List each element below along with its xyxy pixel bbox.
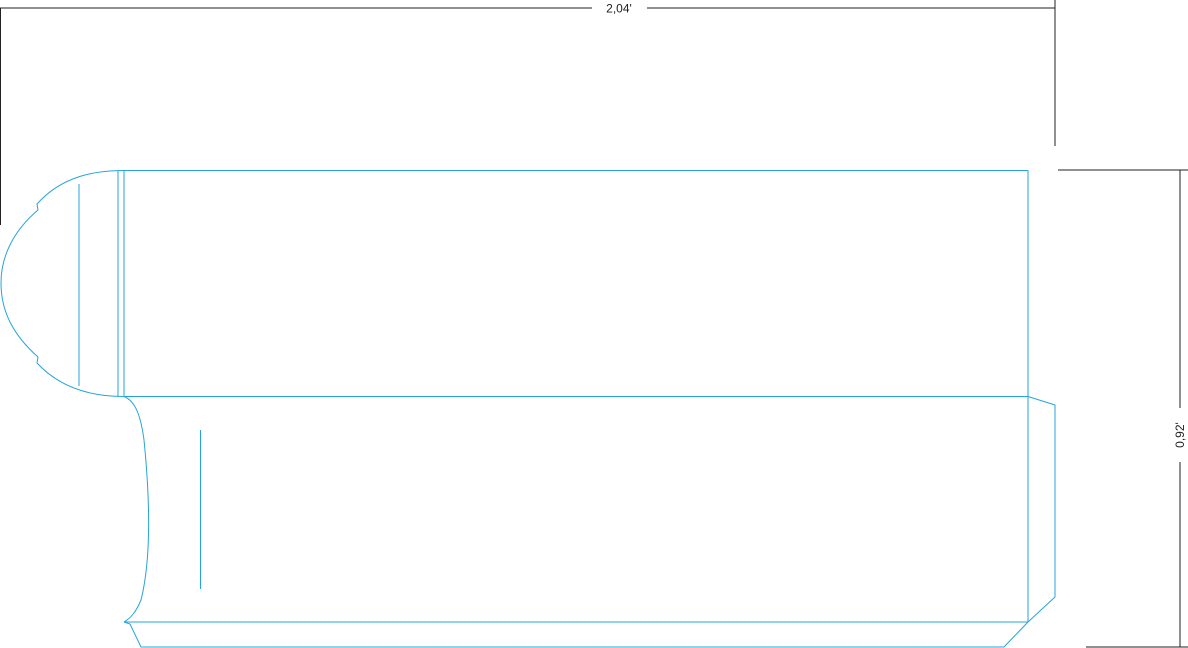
top-panel [123, 170, 1029, 397]
dieline [0, 170, 1056, 648]
bottom-side-flap [123, 396, 150, 623]
bottom-dust-flap [123, 621, 1029, 648]
tuck-flap [0, 170, 125, 397]
height-dimension-label: 0,92' [1173, 422, 1187, 448]
height-dimension: 0,92' [1058, 169, 1188, 648]
right-glue-tab [1027, 396, 1056, 623]
width-dimension-label: 2,04' [606, 2, 632, 16]
width-dimension: 2,04' [0, 0, 1056, 225]
bottom-panel [124, 396, 1029, 623]
